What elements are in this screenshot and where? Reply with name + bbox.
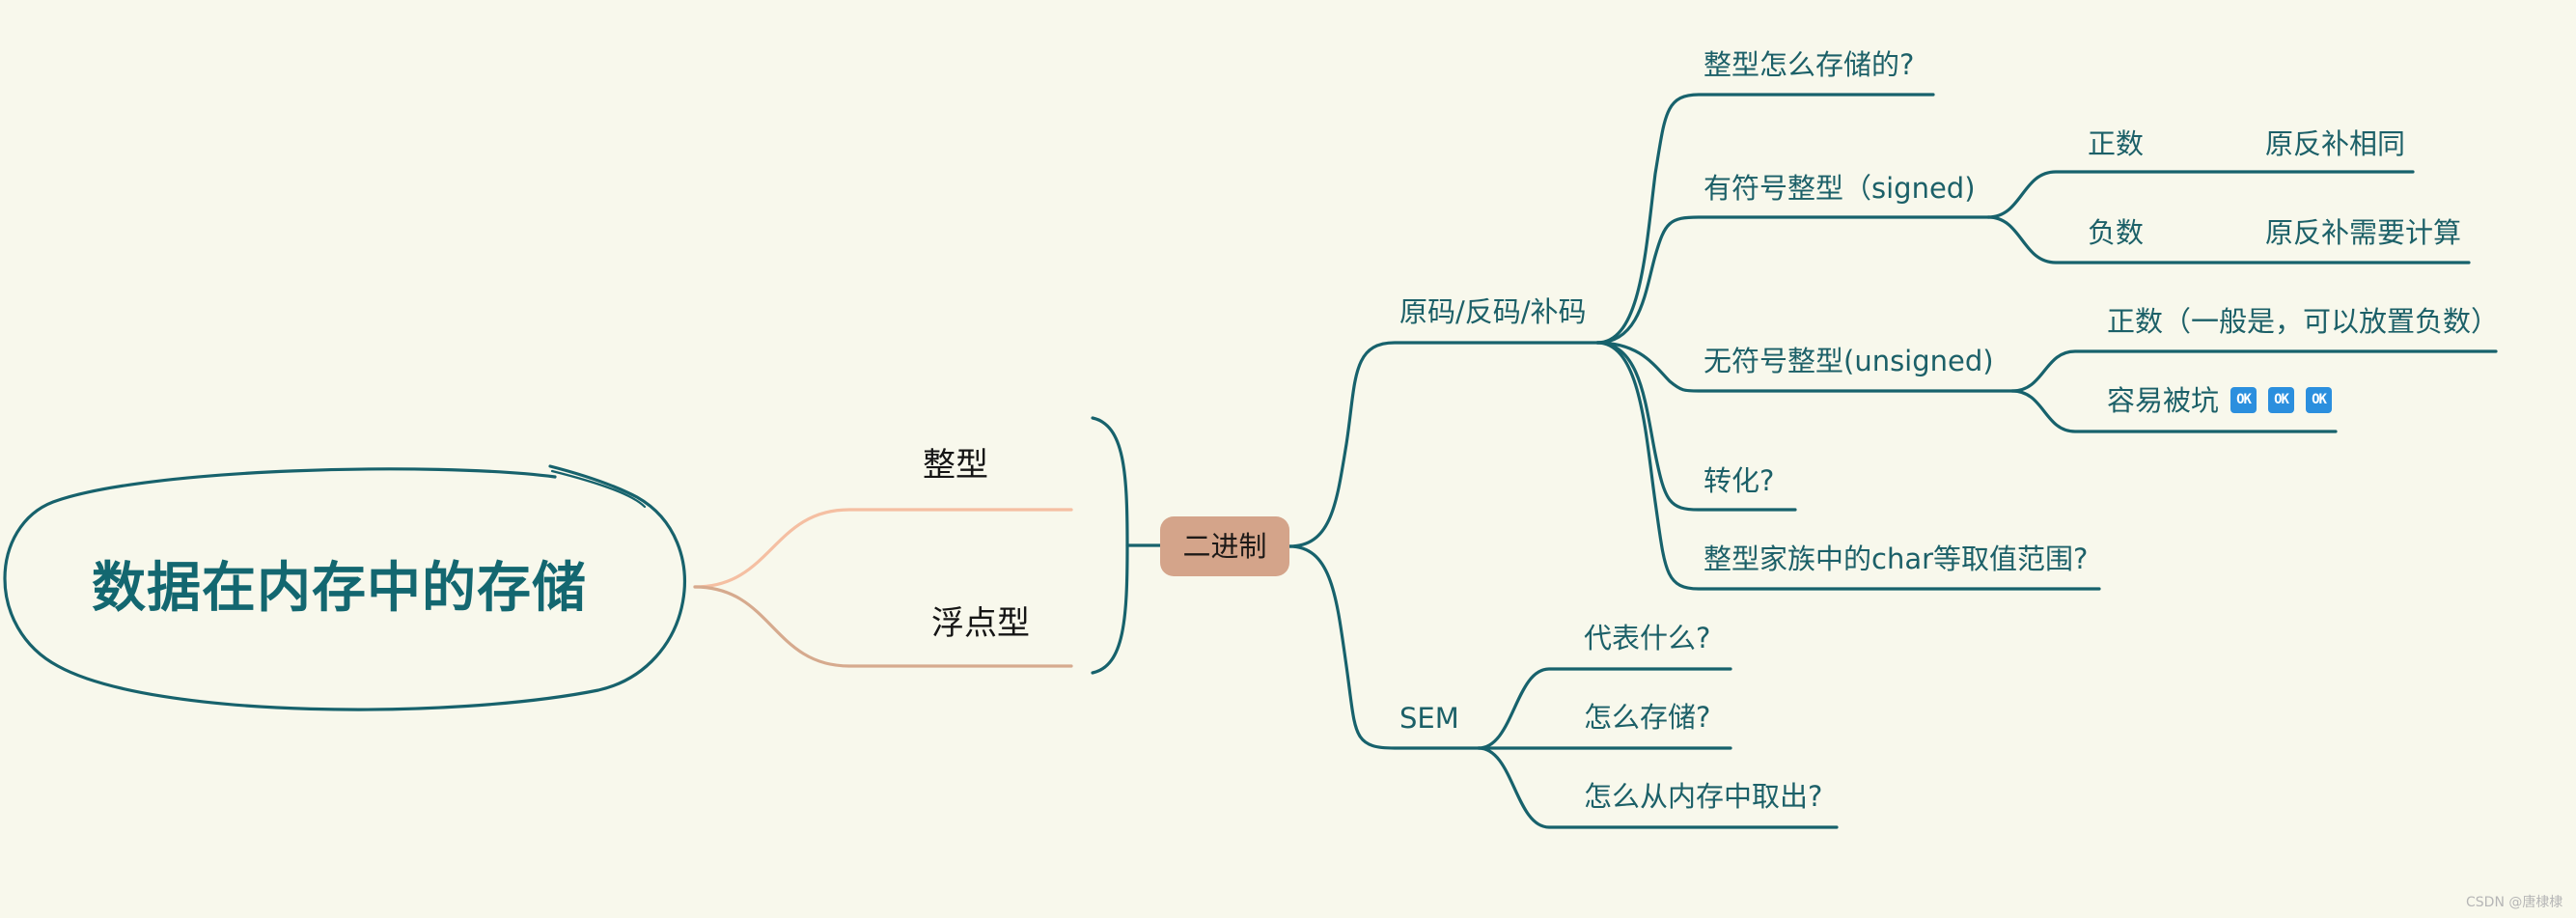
node-conversion[interactable]: 转化? [1703,464,1775,497]
node-unsigned-pitfall-text: 容易被坑 [2107,384,2220,417]
link-sem-fetch [1477,746,1839,829]
root-ellipse-stroke2 [550,469,647,509]
link-conversion [1595,341,1797,512]
link-sem [1288,544,1481,750]
link-signed-negative [1986,215,2471,264]
link-codes [1288,341,1599,548]
link-char-range [1595,341,2101,591]
root-title[interactable]: 数据在内存中的存储 [92,557,587,620]
link-unsigned-pitfall [2010,389,2338,433]
link-signed [1595,215,1990,345]
center-node-binary[interactable]: 二进制 [1160,516,1289,576]
type-integer-label[interactable]: 整型 [923,446,988,485]
node-unsigned[interactable]: 无符号整型(unsigned) [1703,345,1994,377]
link-float [693,585,1073,668]
link-unsigned-positive [2010,349,2498,393]
link-signed-positive [1986,170,2415,219]
ok-badge-icon: OK [2306,386,2333,413]
ok-badge-icon: OK [2230,386,2257,413]
node-sem-store[interactable]: 怎么存储? [1584,701,1711,734]
link-integer [693,508,1073,589]
node-unsigned-pitfall[interactable]: 容易被坑 OK OK OK [2107,383,2333,418]
node-sem-meaning[interactable]: 代表什么? [1584,622,1711,654]
link-sem-meaning [1477,667,1732,750]
branch-codes-label[interactable]: 原码/反码/补码 [1399,295,1587,328]
node-signed-negative[interactable]: 负数 [2088,216,2145,249]
link-unsigned [1595,341,2014,393]
node-signed-positive-rule[interactable]: 原反补相同 [2265,127,2406,160]
node-signed[interactable]: 有符号整型（signed) [1703,172,1976,205]
ok-badge-icon: OK [2268,386,2295,413]
watermark: CSDN @唐棣棣 [2466,895,2563,910]
node-unsigned-positive[interactable]: 正数（一般是，可以放置负数） [2107,305,2500,338]
node-signed-positive[interactable]: 正数 [2088,127,2145,160]
node-signed-negative-rule[interactable]: 原反补需要计算 [2265,216,2462,249]
category-bracket [1091,416,1129,675]
node-sem-fetch[interactable]: 怎么从内存中取出? [1584,780,1823,813]
node-char-range[interactable]: 整型家族中的char等取值范围? [1703,542,2089,575]
node-storage-question[interactable]: 整型怎么存储的? [1703,48,1915,81]
root-ellipse [3,464,686,711]
link-storage-q [1595,93,1935,345]
branch-sem-label[interactable]: SEM [1399,702,1459,735]
type-float-label[interactable]: 浮点型 [931,604,1030,643]
